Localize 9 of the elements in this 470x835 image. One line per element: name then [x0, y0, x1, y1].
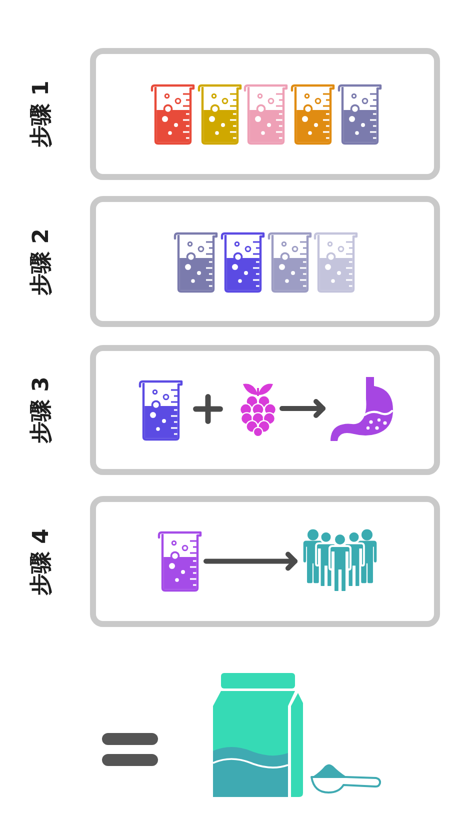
- step-label: 步骤 4: [29, 528, 55, 595]
- arrow: [204, 552, 298, 571]
- beaker-icon: [157, 531, 202, 592]
- step-label: 步骤 3: [29, 376, 55, 444]
- stomach-icon: [330, 377, 394, 441]
- arrow: [280, 399, 326, 418]
- people-icon: [302, 529, 378, 593]
- step-label: 步骤 2: [29, 228, 55, 295]
- step-label: 步骤 1: [29, 80, 55, 148]
